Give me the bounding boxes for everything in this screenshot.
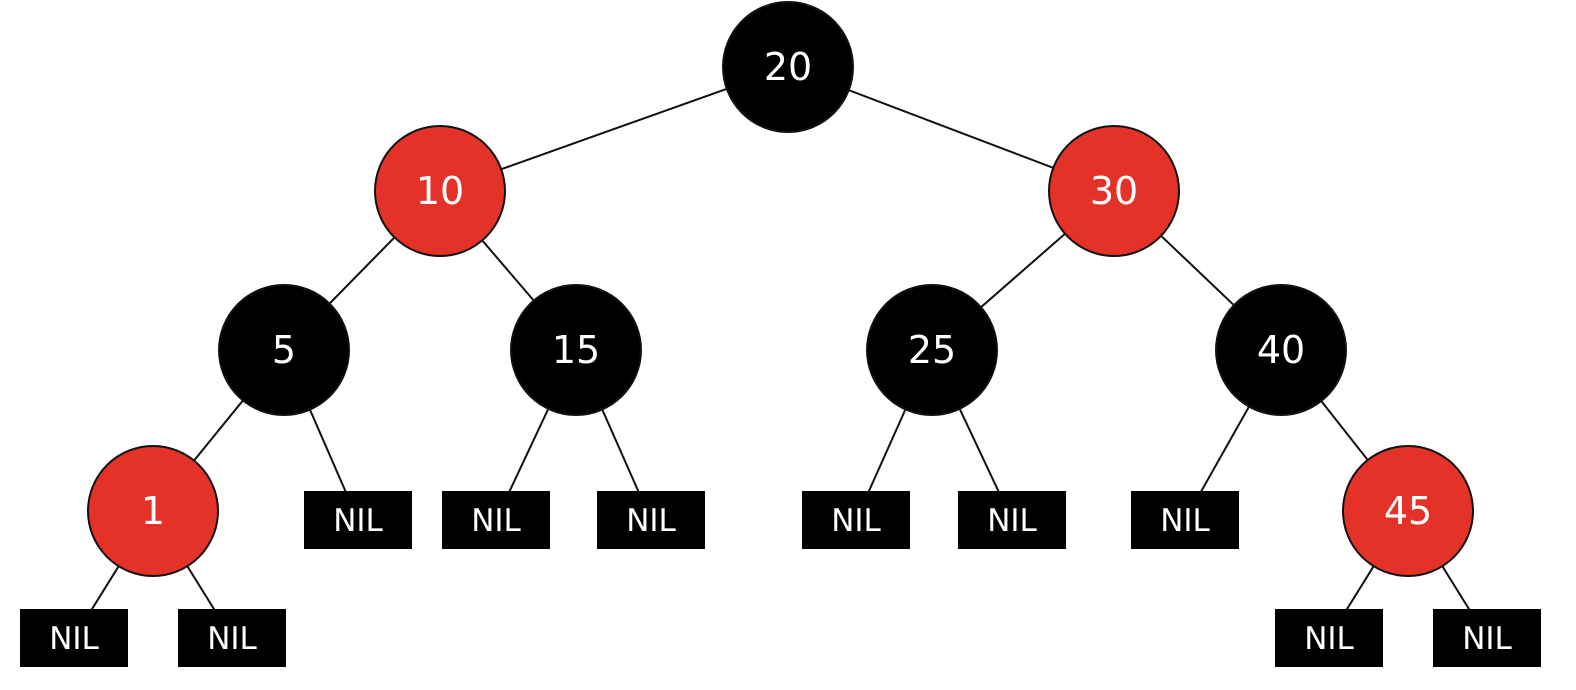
node-label: 1 bbox=[141, 489, 165, 533]
nil-box bbox=[304, 491, 412, 549]
nil-box bbox=[958, 491, 1066, 549]
nil-1-right: NIL bbox=[178, 609, 286, 667]
node-circle-black bbox=[722, 1, 854, 133]
node-label: 10 bbox=[416, 169, 464, 213]
nil-15-right: NIL bbox=[597, 491, 705, 549]
nil-box bbox=[802, 491, 910, 549]
tree-node-10: 10 bbox=[374, 125, 506, 257]
node-circle-black bbox=[866, 284, 998, 416]
nil-box bbox=[20, 609, 128, 667]
nil-label: NIL bbox=[49, 621, 99, 657]
nil-40-left: NIL bbox=[1131, 491, 1239, 549]
node-label: 30 bbox=[1090, 169, 1138, 213]
nodes: 20 10 30 5 15 25 40 1 45 bbox=[87, 1, 1474, 577]
node-label: 15 bbox=[552, 328, 600, 372]
nil-box bbox=[1275, 609, 1383, 667]
nil-label: NIL bbox=[207, 621, 257, 657]
nil-label: NIL bbox=[987, 503, 1037, 539]
node-label: 40 bbox=[1257, 328, 1305, 372]
nil-45-left: NIL bbox=[1275, 609, 1383, 667]
nil-label: NIL bbox=[1160, 503, 1210, 539]
node-circle-black bbox=[218, 284, 350, 416]
tree-node-1: 1 bbox=[87, 445, 219, 577]
tree-node-15: 15 bbox=[510, 284, 642, 416]
nil-label: NIL bbox=[471, 503, 521, 539]
node-label: 20 bbox=[764, 45, 812, 89]
node-circle-red bbox=[1048, 125, 1180, 257]
node-circle-red bbox=[87, 445, 219, 577]
nil-box bbox=[1131, 491, 1239, 549]
nil-box bbox=[1433, 609, 1541, 667]
tree-node-40: 40 bbox=[1215, 284, 1347, 416]
nil-box bbox=[597, 491, 705, 549]
nil-25-right: NIL bbox=[958, 491, 1066, 549]
nil-box bbox=[178, 609, 286, 667]
node-label: 5 bbox=[272, 328, 296, 372]
node-circle-red bbox=[1342, 445, 1474, 577]
nil-label: NIL bbox=[831, 503, 881, 539]
nil-5-right: NIL bbox=[304, 491, 412, 549]
node-circle-black bbox=[510, 284, 642, 416]
nil-label: NIL bbox=[333, 503, 383, 539]
nil-1-left: NIL bbox=[20, 609, 128, 667]
node-label: 25 bbox=[908, 328, 956, 372]
nil-leaves: NIL NIL NIL NIL NIL NIL NIL NIL NIL NIL bbox=[20, 491, 1541, 667]
node-circle-red bbox=[374, 125, 506, 257]
tree-node-20: 20 bbox=[722, 1, 854, 133]
nil-label: NIL bbox=[1304, 621, 1354, 657]
nil-box bbox=[442, 491, 550, 549]
nil-15-left: NIL bbox=[442, 491, 550, 549]
node-label: 45 bbox=[1384, 489, 1432, 533]
tree-node-5: 5 bbox=[218, 284, 350, 416]
nil-label: NIL bbox=[626, 503, 676, 539]
nil-label: NIL bbox=[1462, 621, 1512, 657]
node-circle-black bbox=[1215, 284, 1347, 416]
nil-25-left: NIL bbox=[802, 491, 910, 549]
tree-node-30: 30 bbox=[1048, 125, 1180, 257]
tree-node-25: 25 bbox=[866, 284, 998, 416]
nil-45-right: NIL bbox=[1433, 609, 1541, 667]
tree-node-45: 45 bbox=[1342, 445, 1474, 577]
